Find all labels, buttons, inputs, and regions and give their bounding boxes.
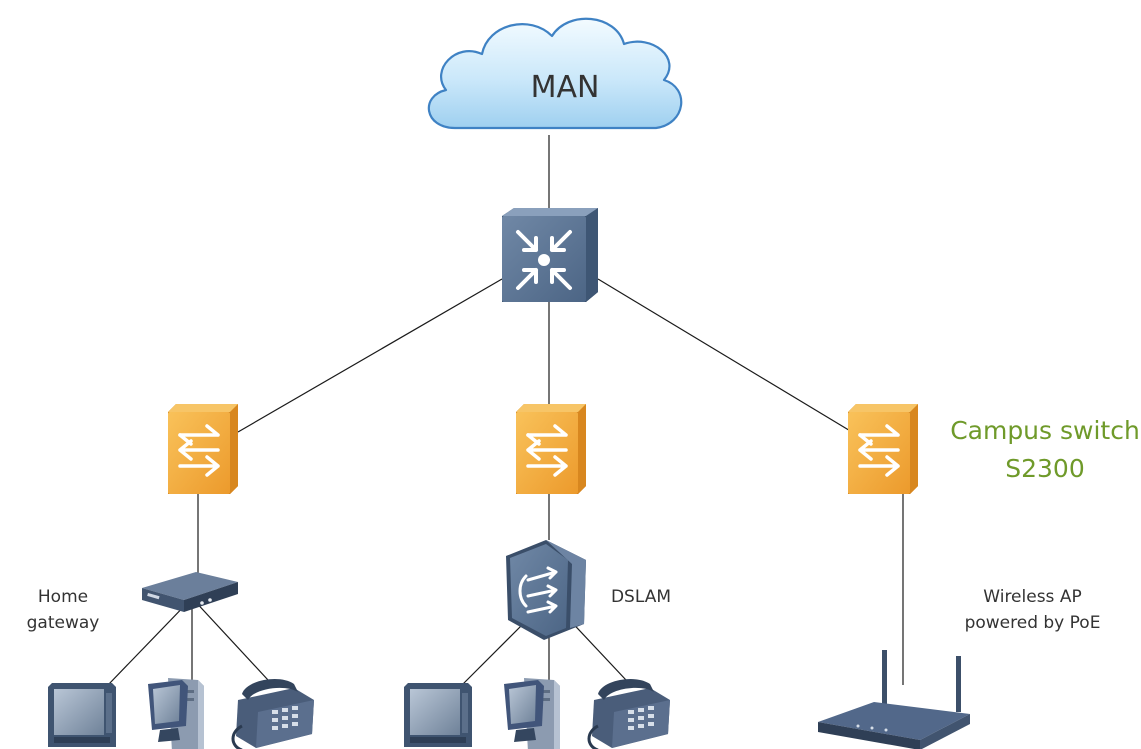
wireless-ap-label: Wireless AP powered by PoE — [964, 587, 1101, 633]
core-switch-icon — [502, 208, 598, 302]
wireless-ap-icon — [818, 650, 970, 749]
link-gateway-tv — [107, 597, 193, 686]
dslam-icon — [506, 540, 586, 640]
dslam-label: DSLAM — [610, 587, 672, 607]
campus-switch-label: Campus switch S2300 — [950, 416, 1140, 483]
pc-icon-left — [148, 678, 204, 749]
link-core-right-switch — [597, 278, 853, 433]
home-gateway-label: Home gateway — [26, 587, 100, 633]
link-gateway-phone — [191, 597, 269, 681]
access-switch-icon-left — [166, 402, 240, 496]
campus-switch-icon — [846, 402, 920, 496]
access-switch-icon-middle — [514, 402, 588, 496]
phone-icon-left — [231, 677, 316, 749]
home-gateway-icon — [142, 572, 238, 612]
link-core-left-switch — [237, 278, 503, 433]
cloud-icon — [427, 17, 683, 130]
man-cloud-label: MAN — [530, 70, 600, 105]
tv-icon-left — [48, 683, 116, 747]
pc-icon-middle — [504, 678, 560, 749]
phone-icon-middle — [587, 677, 672, 749]
tv-icon-middle — [404, 683, 472, 747]
